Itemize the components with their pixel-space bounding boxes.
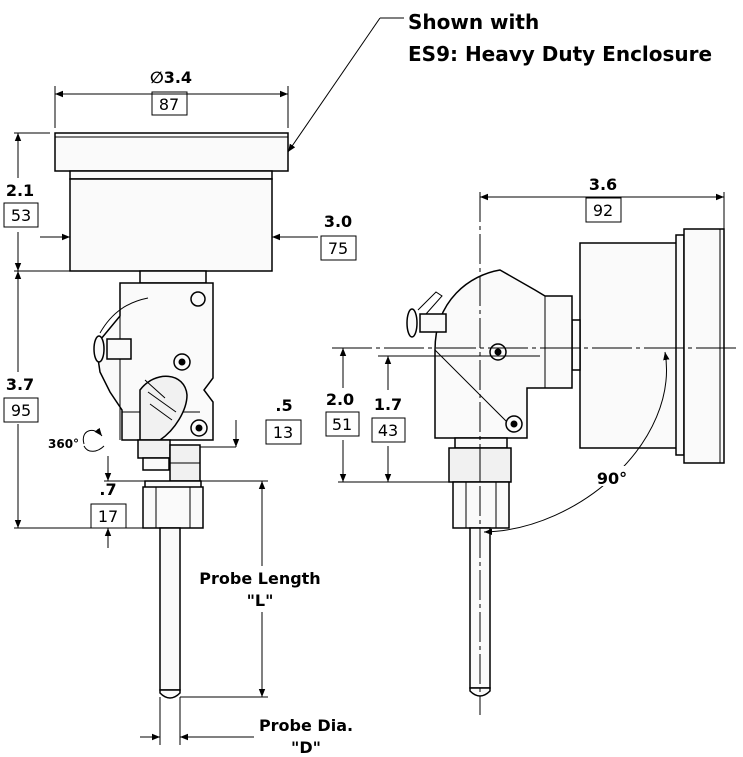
angle-label: 90° xyxy=(597,469,627,488)
dim-side-width-mm: 92 xyxy=(593,201,613,220)
enclosure-note: Shown with ES9: Heavy Duty Enclosure xyxy=(287,10,712,153)
dim-h1-in: 2.0 xyxy=(326,390,354,409)
note-line-2: ES9: Heavy Duty Enclosure xyxy=(408,42,712,66)
dim-dia-in: ∅3.4 xyxy=(150,68,192,87)
dim-width-mm: 75 xyxy=(328,239,348,258)
dim-depth-mm: 53 xyxy=(11,206,31,225)
screw-top xyxy=(190,291,206,307)
dim-overall-mm: 95 xyxy=(11,401,31,420)
probe-stem xyxy=(159,527,181,691)
side-view: 3.6 92 2.0 51 1.7 43 90° xyxy=(322,175,740,715)
dim-overall-in: 3.7 xyxy=(6,375,34,394)
dim-depth-in: 2.1 xyxy=(6,181,34,200)
dial-case-side xyxy=(579,242,683,449)
dim-hex-in: .7 xyxy=(99,480,116,499)
front-view: ∅3.4 87 2.1 53 3.0 75 3.7 95 360° .5 13 xyxy=(3,68,357,757)
dim-dia-mm: 87 xyxy=(159,95,179,114)
probe-length-label: Probe Length xyxy=(199,569,320,588)
probe-length-code: "L" xyxy=(247,591,274,610)
dial-case xyxy=(69,178,273,272)
probe-dia-code: "D" xyxy=(291,738,321,757)
dim-side-width-in: 3.6 xyxy=(589,175,617,194)
dim-h2-mm: 43 xyxy=(378,421,398,440)
dial-bezel xyxy=(54,132,289,172)
dim-hex-mm: 17 xyxy=(98,507,118,526)
dial-bezel-side xyxy=(683,228,725,464)
note-line-1: Shown with xyxy=(408,10,539,34)
probe-dia-label: Probe Dia. xyxy=(259,716,353,735)
dim-width-in: 3.0 xyxy=(324,212,352,231)
dim-nut-in: .5 xyxy=(275,396,292,415)
rotation-label: 360° xyxy=(48,437,79,451)
dim-h2-in: 1.7 xyxy=(374,395,402,414)
dim-h1-mm: 51 xyxy=(332,415,352,434)
dim-nut-mm: 13 xyxy=(273,423,293,442)
hex-fitting xyxy=(142,486,204,529)
